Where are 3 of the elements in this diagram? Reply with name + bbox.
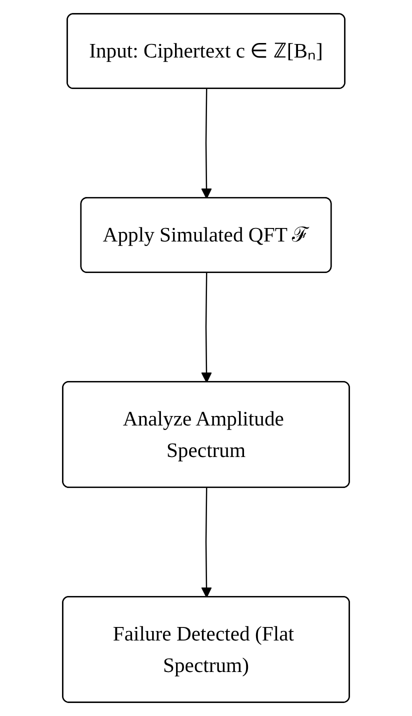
arrow [201,89,212,199]
arrow [201,488,212,598]
arrow [201,272,212,383]
